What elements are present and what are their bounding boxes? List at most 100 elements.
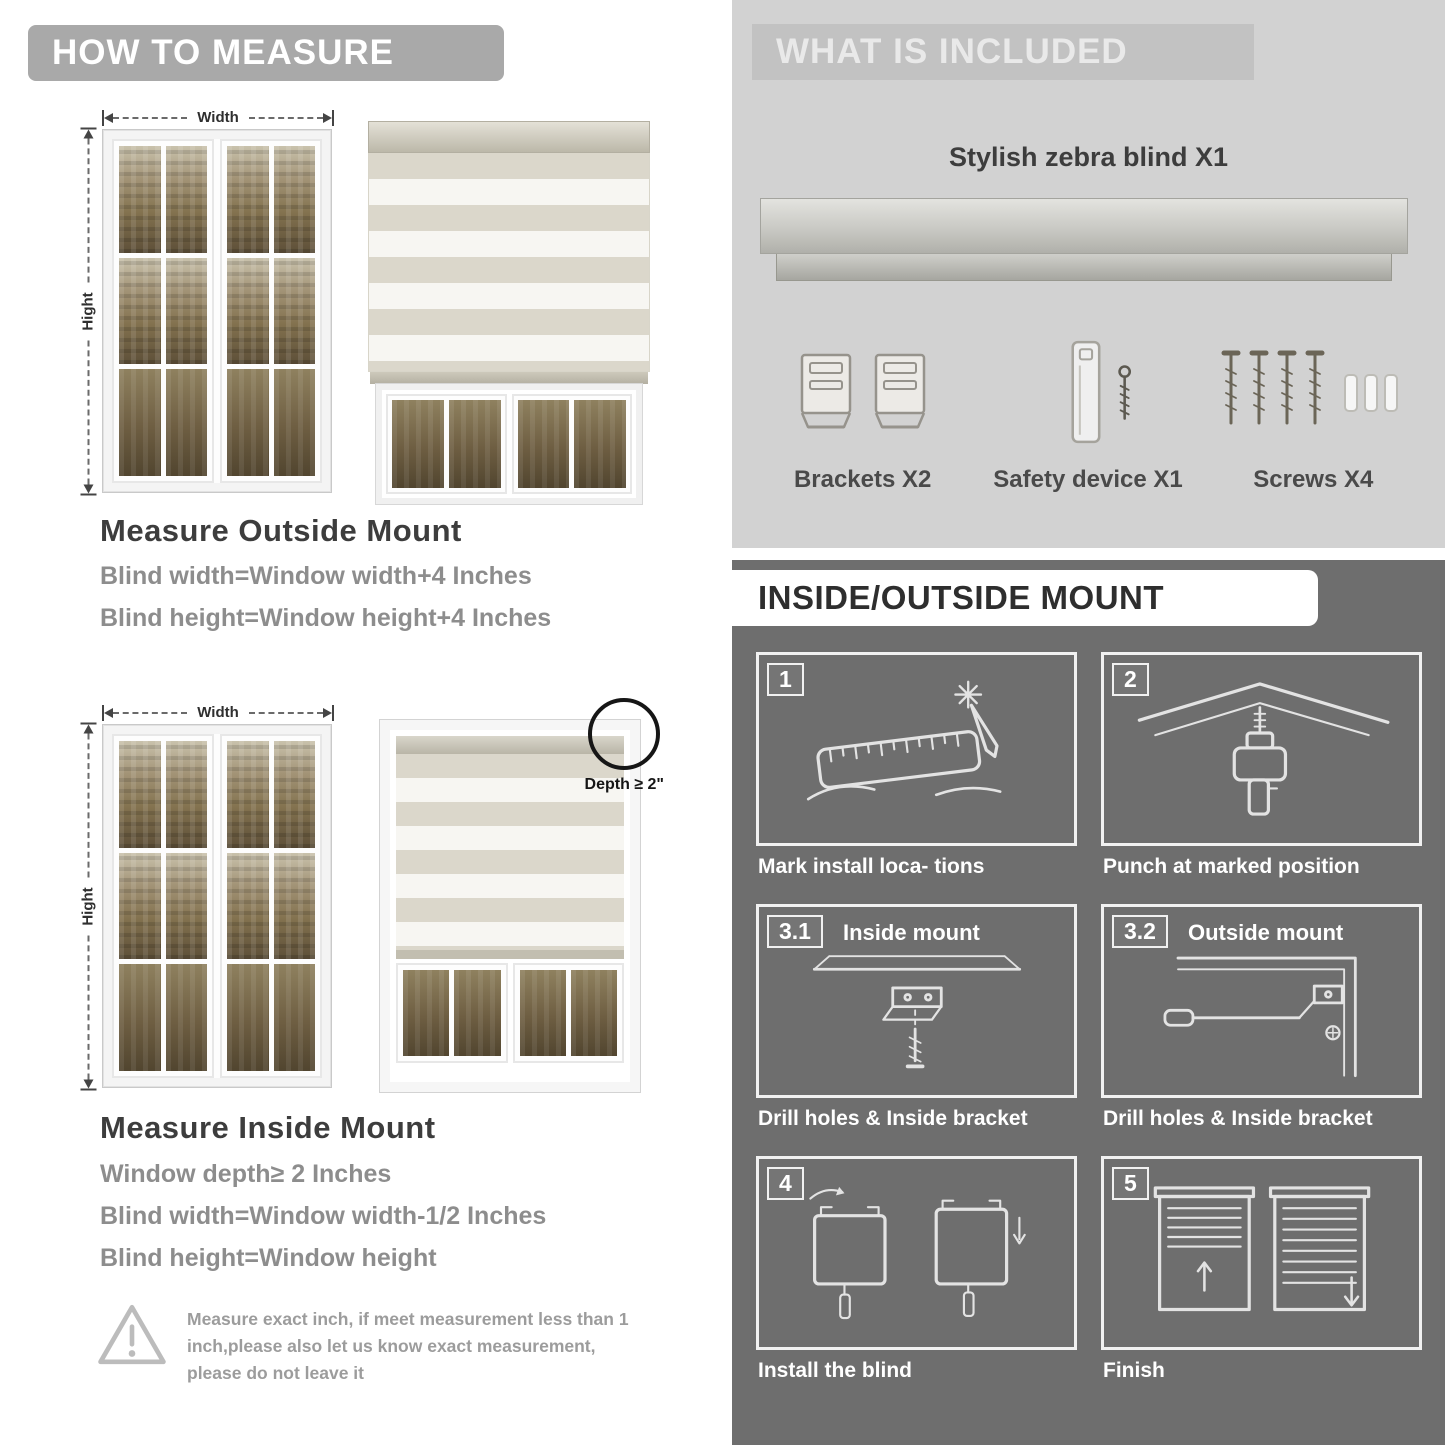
arrowhead-left-icon [83,484,93,494]
mount-steps-grid: 1 Mark insta [756,652,1422,1408]
bracket-icon [800,353,851,429]
bracket-icon [874,353,925,429]
height-measure-arrow: Hight [79,722,97,1091]
step-3-2: 3.2 Outside mount [1101,904,1422,1156]
warning-icon [98,1304,166,1365]
install-blind-illustration [808,1186,1026,1320]
step-4-caption: Install the blind [758,1359,913,1382]
window-pane [448,400,501,488]
window-pane [227,369,269,476]
dashed-line [248,711,324,714]
step-2-box: 2 [1101,652,1422,846]
step-4-number: 4 [767,1167,804,1200]
brackets-label: Brackets X2 [793,466,932,493]
tick [80,493,96,496]
included-item-screws: Screws X4 [1201,328,1426,494]
step-1: 1 Mark insta [756,652,1077,904]
dashed-line [87,733,89,878]
window-pane [165,369,207,476]
step-4-illustration-wrap [759,1159,1074,1347]
blind-headrail [368,121,650,153]
blind-bottom-rail [370,372,648,384]
tick [332,704,335,721]
inside-mount-title: Measure Inside Mount [100,1110,436,1145]
dashed-line [113,711,188,714]
how-to-measure-header: HOW TO MEASURE [28,25,504,81]
window-pane [119,852,161,960]
window-sash [220,139,322,483]
step-2-number: 2 [1112,663,1149,696]
window-pane [165,964,207,1071]
step-3-2-box: 3.2 Outside mount [1101,904,1422,1098]
step-1-illustration-wrap [759,655,1074,843]
window-pane [227,852,269,960]
mark-location-illustration [806,680,1001,801]
width-measure-arrow: Width [102,704,335,721]
inside-bracket-illustration [812,955,1021,1069]
tick [80,1088,96,1091]
outside-mount-line2: Blind height=Window height+4 Inches [100,604,552,632]
window-sash [112,139,214,483]
dashed-line [87,138,89,283]
window-pane [165,257,207,365]
window-sash [512,963,624,1063]
width-label: Width [187,704,249,721]
blind-headrail [396,736,624,754]
window-pane [273,257,315,365]
dashed-line [113,116,188,119]
window-pane [273,964,315,1071]
zebra-blind-headrail-illustration [760,198,1408,281]
finish-illustration [1153,1186,1370,1312]
step-3-1-number: 3.1 [767,915,823,948]
window-pane [119,146,161,253]
window-pane [119,257,161,365]
tick [80,722,96,725]
safety-device-icons [1013,328,1163,458]
step-3-2-number: 3.2 [1112,915,1168,948]
outside-mount-title: Measure Outside Mount [100,513,462,548]
window-sash [112,734,214,1078]
window-pane [392,400,444,488]
step-3-1-title: Inside mount [843,920,980,945]
depth-callout-label: Depth ≥ 2" [584,776,664,793]
drill-illustration [1137,682,1389,816]
safety-device-label: Safety device X1 [993,466,1183,493]
zebra-stripes [396,754,624,950]
arrowhead-right-icon [83,129,93,139]
window-sash [386,394,507,494]
step-2-caption: Punch at marked position [1103,855,1360,878]
inside-blind-illustration: Depth ≥ 2" [379,698,664,1093]
window-pane [119,741,161,848]
step-2-illustration-wrap [1104,655,1419,843]
window-below-blind [396,963,624,1063]
window-pane [165,146,207,253]
screws-label: Screws X4 [1253,466,1374,493]
window-pane [517,400,570,488]
inside-mount-line1: Window depth≥ 2 Inches [100,1160,392,1188]
height-label: Hight [79,877,97,936]
inside-mount-figure: Width Hight [79,698,664,1100]
zebra-blind-label: Stylish zebra blind X1 [948,142,1229,172]
step-1-box: 1 [756,652,1077,846]
screws-icon [1221,350,1399,425]
included-item-safety-device: Safety device X1 [975,328,1200,494]
warning-text: Measure exact inch, if meet measurement … [187,1309,629,1384]
outside-bracket-illustration [1163,956,1357,1078]
window-pane [454,970,501,1056]
window-pane [165,741,207,848]
height-measure-arrow: Hight [79,127,97,496]
step-1-number: 1 [767,663,804,696]
window-sash [511,394,632,494]
arrowhead-right-icon [323,707,333,718]
what-is-included-header: WHAT IS INCLUDED [752,24,1254,80]
window-pane [574,400,626,488]
width-label: Width [187,109,249,126]
window-pane [227,257,269,365]
outside-mount-line1: Blind width=Window width+4 Inches [100,562,532,590]
step-5-illustration-wrap [1104,1159,1419,1347]
height-label: Hight [79,282,97,341]
mount-section-header: INSIDE/OUTSIDE MOUNT [732,570,1318,626]
window-pane [165,852,207,960]
measure-warning: Measure exact inch, if meet measurement … [95,1300,640,1387]
window-photo [102,129,332,493]
